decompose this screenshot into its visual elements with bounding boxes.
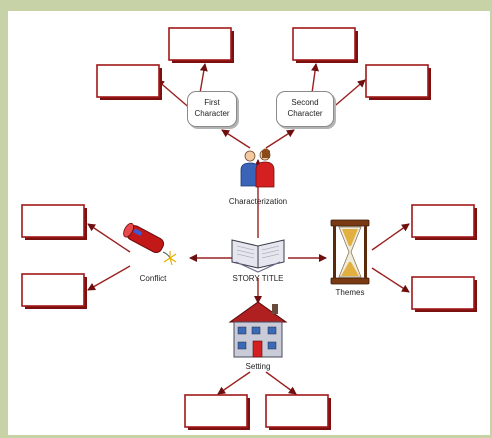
characterization-label: Characterization xyxy=(228,197,288,206)
line-first-to-top-box xyxy=(199,63,208,94)
conflict-label: Conflict xyxy=(139,274,167,283)
first-character-line2: Character xyxy=(194,109,230,118)
line-second-to-right-box xyxy=(329,79,366,111)
box-upper-right xyxy=(365,64,431,100)
second-character-line2: Character xyxy=(287,109,323,118)
line-themes-to-top-box xyxy=(371,223,410,251)
house-icon xyxy=(228,301,288,358)
box-conflict-top xyxy=(21,204,87,240)
box-setting-left xyxy=(184,394,250,430)
line-setting-to-right-box xyxy=(265,371,297,395)
first-character-bubble: First Character xyxy=(187,91,237,127)
open-book-icon xyxy=(231,239,285,273)
box-setting-right xyxy=(265,394,331,430)
first-character-line1: First xyxy=(204,98,220,107)
line-second-to-top-box xyxy=(311,63,320,94)
line-themes-to-bottom-box xyxy=(371,267,410,293)
setting-label: Setting xyxy=(245,362,271,371)
line-conflict-to-top-box xyxy=(87,223,131,253)
box-conflict-bottom xyxy=(21,273,87,309)
box-upper-left xyxy=(96,64,162,100)
line-to-second-character xyxy=(265,129,295,149)
box-top-left xyxy=(168,27,234,63)
line-conflict-to-bottom-box xyxy=(87,265,131,291)
dynamite-icon xyxy=(123,222,177,266)
box-themes-bottom xyxy=(411,276,477,312)
two-people-icon xyxy=(240,148,275,188)
story-title-label: STORY TITLE xyxy=(232,274,284,283)
line-setting-to-left-box xyxy=(217,371,251,395)
second-character-bubble: Second Character xyxy=(276,91,334,127)
box-top-right xyxy=(292,27,358,63)
themes-label: Themes xyxy=(335,288,365,297)
answer-boxes xyxy=(21,27,477,430)
line-first-to-left-box xyxy=(156,79,193,111)
connector-lines xyxy=(87,63,410,395)
hourglass-icon xyxy=(330,219,370,285)
line-to-first-character xyxy=(221,129,251,149)
box-themes-top xyxy=(411,204,477,240)
second-character-line1: Second xyxy=(291,98,319,107)
